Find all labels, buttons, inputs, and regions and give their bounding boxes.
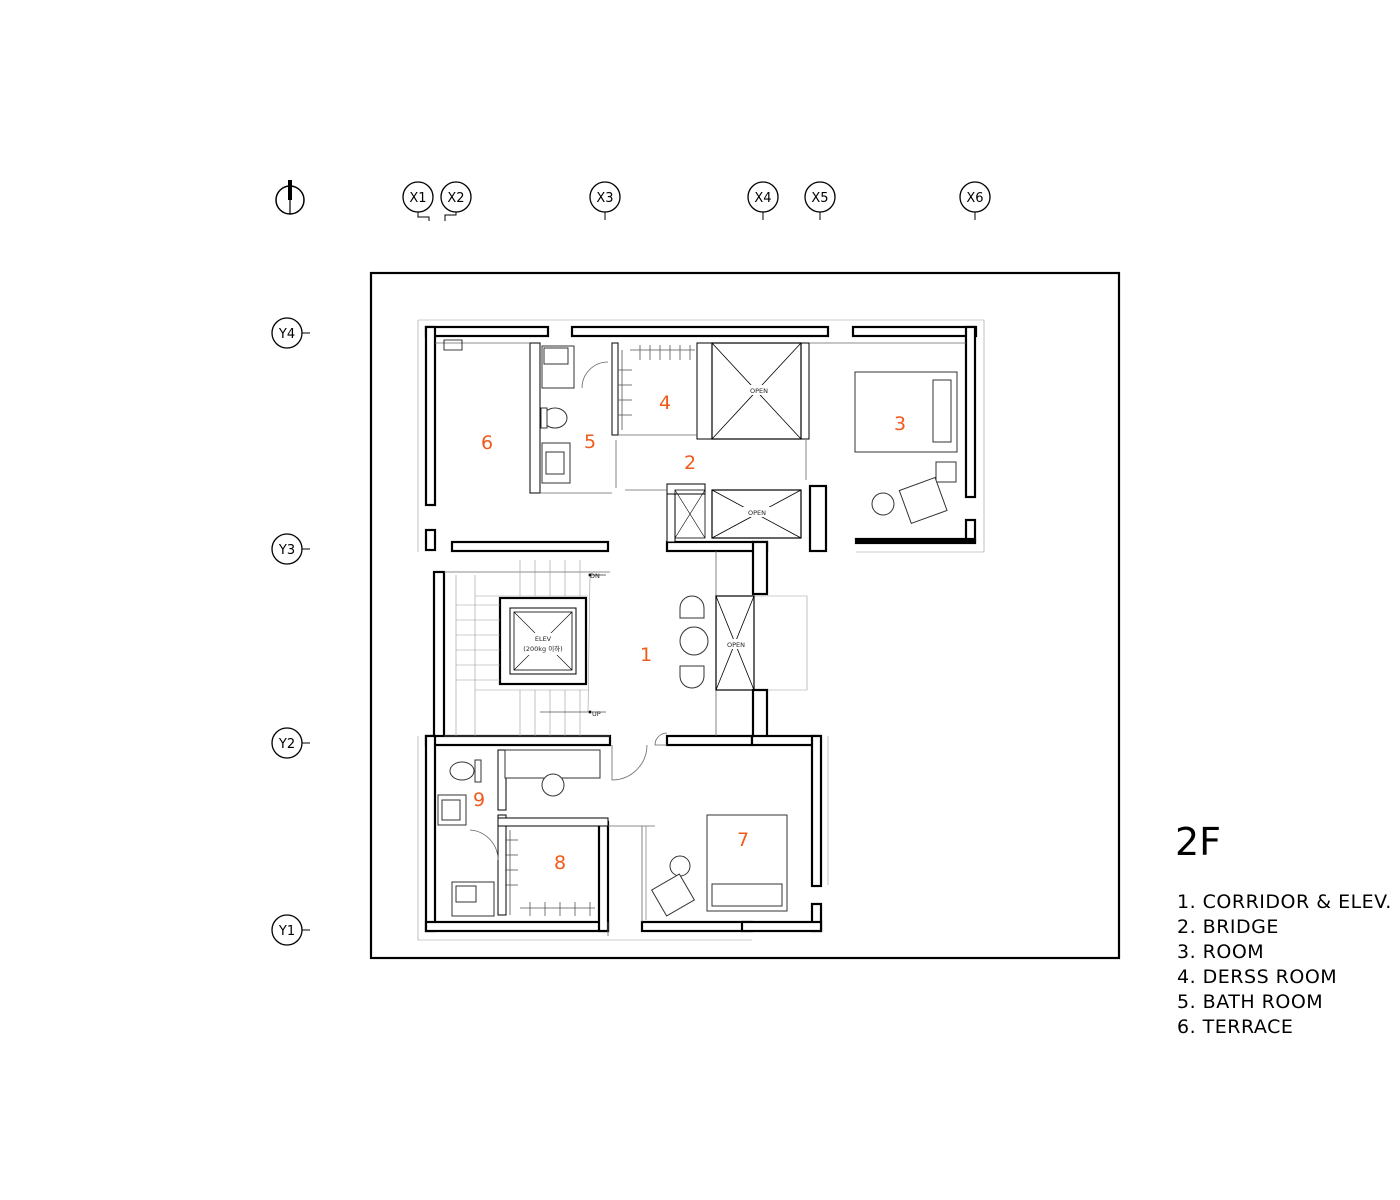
svg-text:Y3: Y3	[278, 543, 295, 558]
doors	[443, 339, 668, 861]
axis-bubble-x2: X2	[440, 181, 472, 221]
dress-room-4-racks	[618, 345, 695, 430]
svg-text:ELEV: ELEV	[535, 635, 552, 643]
site-boundary	[369, 271, 1121, 960]
svg-text:OPEN: OPEN	[748, 509, 766, 517]
svg-text:X2: X2	[447, 191, 464, 206]
building-outline	[417, 319, 985, 941]
room-number-1: 1	[640, 644, 652, 666]
svg-text:X5: X5	[811, 191, 828, 206]
open-void-top: OPEN	[711, 342, 802, 440]
room-number-6: 6	[481, 432, 493, 454]
legend-item: 4. DERSS ROOM	[1177, 966, 1338, 988]
bed-room-7	[645, 814, 788, 920]
north-arrow-icon	[275, 180, 305, 215]
dress-room-8-racks	[505, 830, 595, 916]
legend-item: 1. CORRIDOR & ELEV.	[1177, 891, 1392, 913]
staircase	[455, 560, 606, 736]
axis-y-markers: Y4 Y3 Y2 Y1	[271, 317, 310, 946]
stair-down-label: DN	[590, 572, 600, 580]
axis-bubble-x6: X6	[959, 181, 991, 220]
legend-item: 3. ROOM	[1177, 941, 1265, 963]
room-number-8: 8	[554, 852, 566, 874]
axis-bubble-y3: Y3	[271, 533, 310, 565]
svg-text:(200kg 이하): (200kg 이하)	[523, 644, 562, 653]
svg-text:X1: X1	[409, 191, 426, 206]
open-void-middle: OPEN	[674, 489, 802, 539]
axis-bubble-x5: X5	[804, 181, 836, 220]
floor-label: 2F	[1175, 820, 1222, 864]
axis-bubble-x3: X3	[589, 181, 621, 220]
room-number-3: 3	[894, 413, 906, 435]
room-number-9: 9	[473, 789, 485, 811]
bed-room-3	[854, 371, 958, 525]
svg-text:OPEN: OPEN	[727, 641, 745, 649]
elevator: ELEV (200kg 이하)	[513, 611, 573, 671]
corridor-table	[679, 595, 709, 689]
bath-9-fixtures	[437, 749, 601, 917]
stair-up-label: UP	[592, 710, 601, 718]
legend-item: 2. BRIDGE	[1177, 916, 1279, 938]
room-number-4: 4	[659, 392, 671, 414]
svg-text:Y1: Y1	[278, 924, 295, 939]
legend-item: 5. BATH ROOM	[1177, 991, 1324, 1013]
legend-item: 6. TERRACE	[1177, 1016, 1294, 1038]
room-number-2: 2	[684, 452, 696, 474]
open-void-bridge: OPEN	[715, 595, 755, 691]
axis-bubble-x4: X4	[747, 181, 779, 220]
room-number-5: 5	[584, 431, 596, 453]
bath-5-fixtures	[540, 345, 575, 484]
svg-text:X6: X6	[966, 191, 983, 206]
axis-bubble-y2: Y2	[271, 727, 310, 759]
room-number-7: 7	[737, 829, 749, 851]
room-numbers: 1 2 3 4 5 6 7 8 9	[473, 392, 906, 874]
axis-bubble-y4: Y4	[271, 317, 310, 349]
svg-text:Y4: Y4	[278, 327, 295, 342]
axis-x-markers: X1 X2 X3 X4 X5 X6	[402, 181, 991, 221]
room-legend: 1. CORRIDOR & ELEV. 2. BRIDGE 3. ROOM 4.…	[1177, 890, 1392, 1040]
svg-text:Y2: Y2	[278, 737, 295, 752]
axis-bubble-x1: X1	[402, 181, 434, 221]
svg-text:X4: X4	[754, 191, 771, 206]
axis-bubble-y1: Y1	[271, 914, 310, 946]
svg-text:X3: X3	[596, 191, 613, 206]
svg-text:OPEN: OPEN	[750, 387, 768, 395]
